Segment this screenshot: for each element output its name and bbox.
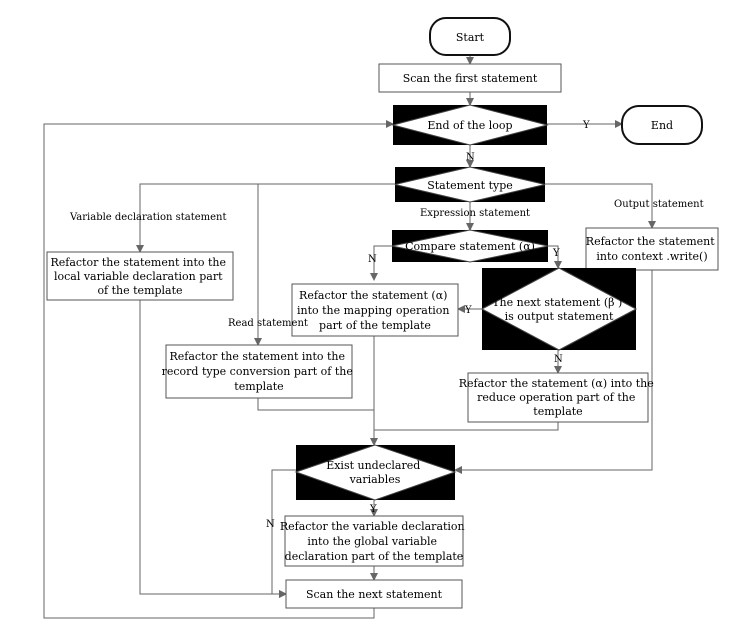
exist-undeclared-decision: Exist undeclared variables xyxy=(294,444,457,501)
reduce-node: Refactor the statement (α) into the redu… xyxy=(459,372,658,423)
edge-output-exist xyxy=(454,270,653,474)
output-refactor-line-1: Refactor the statement xyxy=(586,235,715,248)
var-decl-line-3: of the template xyxy=(97,284,182,297)
var-decl-stmt-label: Variable declaration statement xyxy=(69,212,227,223)
end-loop-label: End of the loop xyxy=(427,119,512,132)
edge-type-output xyxy=(545,183,656,229)
output-refactor-line-2: into context .write() xyxy=(596,250,707,263)
loop-yes-label: Y xyxy=(582,120,590,131)
exist-no-label: N xyxy=(266,519,275,530)
scan-first-node: Scan the first statement xyxy=(378,63,562,93)
global-decl-line-1: Refactor the variable declaration xyxy=(280,520,465,533)
record-text: Refactor the statement into the record t… xyxy=(162,350,357,393)
end-label: End xyxy=(651,119,673,132)
exist-undeclared-line-1: Exist undeclared xyxy=(326,459,420,472)
record-node: Refactor the statement into the record t… xyxy=(162,344,357,399)
start-node: Start xyxy=(429,17,511,56)
edge-reduce-join xyxy=(374,422,559,431)
start-label: Start xyxy=(456,31,485,44)
var-decl-text: Refactor the statement into the local va… xyxy=(50,256,229,297)
next-output-decision: The next statement (β ) is output statem… xyxy=(480,267,638,351)
edge-vardecl-scannext xyxy=(139,300,287,598)
record-line-1: Refactor the statement into the xyxy=(169,350,345,363)
mapping-node: Refactor the statement (α) into the mapp… xyxy=(291,283,459,337)
statement-type-decision: Statement type xyxy=(394,166,546,203)
exist-yes-label: Y xyxy=(369,504,377,515)
output-refactor-node: Refactor the statement into context .wri… xyxy=(585,227,719,271)
compare-yes-label: Y xyxy=(552,248,560,259)
mapping-line-1: Refactor the statement (α) xyxy=(299,289,447,302)
end-node: End xyxy=(621,105,703,145)
edge-record-join xyxy=(257,398,374,411)
reduce-text: Refactor the statement (α) into the redu… xyxy=(459,377,658,418)
scan-next-node: Scan the next statement xyxy=(285,579,463,609)
var-decl-line-1: Refactor the statement into the xyxy=(50,256,226,269)
mapping-line-3: part of the template xyxy=(319,319,431,332)
record-line-3: template xyxy=(234,380,283,393)
scan-first-label: Scan the first statement xyxy=(403,72,538,85)
reduce-line-2: reduce operation part of the xyxy=(477,391,635,404)
output-refactor-text: Refactor the statement into context .wri… xyxy=(586,235,718,263)
next-output-text: The next statement (β ) is output statem… xyxy=(492,296,626,323)
compare-decision: Compare statement (α) xyxy=(391,229,549,263)
global-decl-node: Refactor the variable declaration into t… xyxy=(280,515,468,567)
record-line-2: record type conversion part of the xyxy=(162,365,353,378)
exist-undeclared-text: Exist undeclared variables xyxy=(326,459,424,486)
exist-undeclared-line-2: variables xyxy=(349,473,401,486)
read-stmt-label: Read statement xyxy=(228,318,308,329)
compare-label: Compare statement (α) xyxy=(405,240,535,253)
global-decl-text: Refactor the variable declaration into t… xyxy=(280,520,468,563)
reduce-line-3: template xyxy=(533,405,582,418)
edge-compare-mapping xyxy=(370,245,392,281)
loop-no-label: N xyxy=(466,152,475,163)
next-no-label: N xyxy=(554,354,563,365)
edge-loop-back xyxy=(43,120,394,619)
edge-compare-next xyxy=(548,245,562,269)
edges xyxy=(43,55,656,619)
edge-type-vardecl xyxy=(136,183,395,253)
next-output-line-1: The next statement (β ) xyxy=(492,296,622,309)
end-loop-decision: End of the loop xyxy=(391,104,549,146)
global-decl-line-2: into the global variable xyxy=(307,535,437,548)
reduce-line-1: Refactor the statement (α) into the xyxy=(459,377,654,390)
mapping-line-2: into the mapping operation xyxy=(297,304,450,317)
statement-type-label: Statement type xyxy=(427,179,513,192)
compare-no-label: N xyxy=(368,254,377,265)
mapping-text: Refactor the statement (α) into the mapp… xyxy=(297,289,453,332)
next-yes-label: Y xyxy=(464,305,472,316)
scan-next-label: Scan the next statement xyxy=(306,588,443,601)
output-stmt-label: Output statement xyxy=(614,199,704,210)
var-decl-line-2: local variable declaration part xyxy=(54,270,223,283)
var-decl-node: Refactor the statement into the local va… xyxy=(46,251,234,301)
expression-stmt-label: Expression statement xyxy=(420,208,530,219)
global-decl-line-3: declaration part of the template xyxy=(285,550,464,563)
next-output-line-2: is output statement xyxy=(505,310,614,323)
edge-labels: Y N Variable declaration statement Expre… xyxy=(69,120,704,530)
